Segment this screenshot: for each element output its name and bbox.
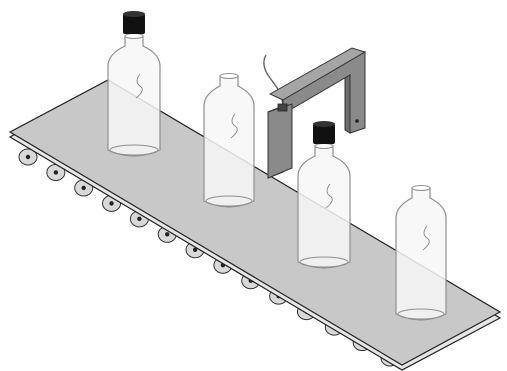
bottle-body xyxy=(203,75,255,208)
bottle-body xyxy=(107,35,161,157)
sensor-post-front xyxy=(267,103,293,179)
sensor-arch xyxy=(263,47,367,179)
bottle-cap xyxy=(313,121,335,144)
bottle-body xyxy=(395,187,447,321)
sensor-cable xyxy=(263,54,284,109)
bottle-uncapped xyxy=(395,185,447,321)
roller xyxy=(46,163,66,181)
bottle-body xyxy=(297,145,351,269)
bottle-uncapped xyxy=(203,73,255,208)
bottle-capped xyxy=(297,121,351,269)
sensor-leg-side xyxy=(344,74,351,134)
sensor-bolt xyxy=(355,119,359,123)
bottle-capped xyxy=(107,11,161,157)
roller xyxy=(18,148,38,166)
sensor-head xyxy=(277,103,288,112)
bottle-cap xyxy=(123,11,145,34)
